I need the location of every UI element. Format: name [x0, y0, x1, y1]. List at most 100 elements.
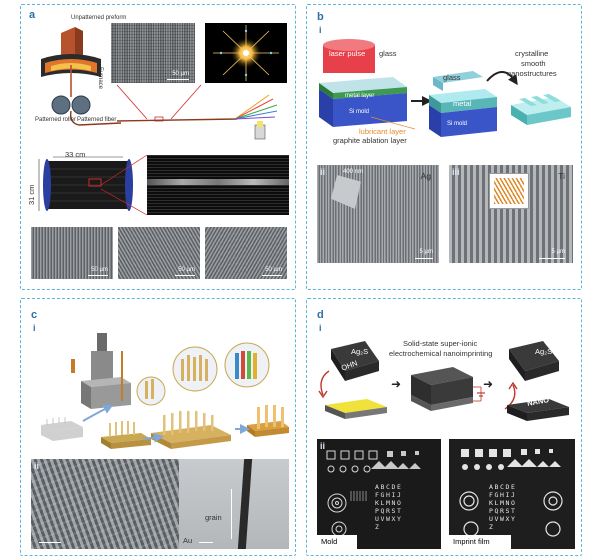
panel-d-letter: d — [317, 309, 324, 321]
tem-grain-image: grain Au — [179, 459, 289, 549]
scale-label-a-2: 50 µm — [178, 267, 195, 273]
sem-imprint-film: ABCDE FGHIJ KLMNO PQRST UVWXY Z Imprint … — [449, 439, 575, 549]
mold-letters-row-3: KLMNO — [375, 499, 403, 507]
label-metal-layer: metal layer — [345, 93, 375, 99]
scalebar-b-right — [539, 257, 565, 259]
panel-b-sub-i: i — [319, 25, 322, 35]
label-glass-top: glass — [379, 49, 397, 58]
label-nanostructures: nanostructures — [507, 69, 557, 78]
scalebar-a-top — [167, 78, 189, 80]
label-imprint-film: Imprint film — [453, 537, 490, 546]
process-arrow-2: ➜ — [483, 377, 494, 391]
label-laser-pulse: laser pulse — [329, 49, 366, 58]
label-crystalline: crystalline — [515, 49, 549, 58]
scalebar-c-left — [39, 541, 61, 543]
panel-c-sub-i: i — [33, 323, 36, 333]
panel-a-letter: a — [29, 9, 36, 21]
imprint-letters-row-5: UVWXY — [489, 515, 517, 523]
sem-pattern-3: 50 µm — [205, 227, 287, 279]
fiber-spool — [38, 156, 133, 211]
sem-fiber-surface-top: 50 µm — [111, 23, 195, 83]
label-graphite-ablation-layer: graphite ablation layer — [333, 136, 407, 145]
label-furnace: Furnace — [97, 67, 103, 90]
imprint-letters-row-6: Z — [489, 523, 495, 531]
grain-arrow — [231, 489, 233, 539]
imprint-label-bg — [449, 535, 511, 549]
label-grain: grain — [205, 513, 222, 522]
sem-nanowire-array: ii — [31, 459, 179, 549]
fiber-light-schematic — [116, 84, 278, 140]
ag-flake-inset — [331, 175, 361, 209]
label-ti: Ti — [558, 171, 565, 181]
label-au: Au — [183, 536, 193, 545]
sem-pattern-2: 50 µm — [118, 227, 200, 279]
mold-letters-row-6: Z — [375, 523, 381, 531]
scale-label-a-top: 50 µm — [172, 71, 189, 77]
imprint-letters: ABCDE FGHIJ KLMNO PQRST UVWXY Z — [489, 483, 517, 531]
panel-d: d i Solid-state super-ionic electrochemi… — [306, 298, 582, 556]
ag2s-stamp-right — [509, 341, 559, 381]
sem-ag-nanostructures: ii 400 nm Ag 5 µm — [317, 165, 439, 263]
imprint-letters-row-3: KLMNO — [489, 499, 517, 507]
scale-label-a-1: 50 µm — [91, 267, 108, 273]
scale-label-a-3: 50 µm — [265, 267, 282, 273]
imprint-assembly — [411, 367, 485, 411]
mold-letters-row-4: PQRST — [375, 507, 403, 515]
label-spool-width: 33 cm — [65, 150, 86, 159]
scale-label-400nm: 400 nm — [343, 169, 364, 175]
mold-label-bg — [317, 535, 357, 549]
ag2s-stamp-left — [331, 341, 379, 381]
label-ag2s-left: Ag₂S — [351, 347, 369, 356]
mold-shapes — [326, 450, 421, 537]
scalebar-b-left — [415, 257, 433, 259]
laser-shock-schematic — [319, 39, 571, 137]
mold-letters: ABCDE FGHIJ KLMNO PQRST UVWXY Z — [375, 483, 403, 531]
scale-label-5um-left: 5 µm — [419, 249, 433, 255]
ti-orange-inset — [489, 173, 529, 209]
imprint-letters-row-4: PQRST — [489, 507, 517, 515]
scalebar-a-1 — [88, 274, 108, 276]
label-metal-mid: metal — [453, 99, 472, 108]
sem-mold: ii ABCDE FGHIJ — [317, 439, 441, 549]
fiber-draw-schematic — [41, 27, 122, 126]
panel-b-sub-iii: iii — [452, 167, 460, 177]
label-mold: Mold — [321, 537, 338, 546]
label-si-mold: Si mold — [349, 109, 370, 115]
spool-zoom-lines — [100, 154, 148, 216]
imprint-letters-row-1: ABCDE — [489, 483, 517, 491]
panel-c: c i — [20, 298, 296, 556]
panel-b-letter: b — [317, 11, 324, 23]
label-spool-height: 31 cm — [27, 184, 36, 205]
label-imprint-title-line2: electrochemical nanoimprinting — [389, 349, 493, 358]
label-unpatterned-preform: Unpatterned preform — [71, 15, 127, 21]
panel-b-sub-ii: ii — [320, 167, 326, 177]
scalebar-c-right — [199, 541, 213, 543]
mold-letters-row-5: UVWXY — [375, 515, 403, 523]
process-arrow-1: ➜ — [391, 377, 402, 391]
panel-c-letter: c — [31, 309, 38, 321]
label-imprint-title-line1: Solid-state super-ionic — [403, 339, 478, 348]
substrate-left — [325, 399, 387, 419]
label-ag: Ag — [420, 171, 431, 181]
panel-d-sub-i: i — [319, 323, 322, 333]
label-patterned-roller: Patterned roller — [35, 117, 77, 123]
label-patterned-fiber: Patterned fiber — [77, 117, 117, 123]
scalebar-a-3 — [262, 274, 282, 276]
sem-ti-nanostructures: iii Ti 5 µm — [449, 165, 573, 263]
arrow-down-left — [318, 370, 330, 399]
spool-zoom-image — [147, 155, 289, 215]
label-ag2s-right: Ag₂S — [535, 347, 553, 356]
label-si-mold-mid: Si mold — [447, 121, 468, 127]
label-glass-mid: glass — [443, 73, 461, 82]
panel-a: a Unpatterned preform Furnace Patterned … — [20, 4, 296, 290]
scale-label-5um-right: 5 µm — [551, 249, 565, 255]
mold-letters-row-2: FGHIJ — [375, 491, 403, 499]
imprint-shapes — [459, 449, 563, 537]
nanomolding-schematic — [41, 333, 289, 449]
diffraction-pattern-image — [205, 23, 287, 83]
panel-c-sub-ii: ii — [34, 461, 40, 471]
imprint-letters-row-2: FGHIJ — [489, 491, 517, 499]
sem-pattern-1: 50 µm — [31, 227, 113, 279]
scalebar-a-2 — [175, 274, 195, 276]
label-lubricant-layer: lubricant layer — [359, 127, 406, 136]
